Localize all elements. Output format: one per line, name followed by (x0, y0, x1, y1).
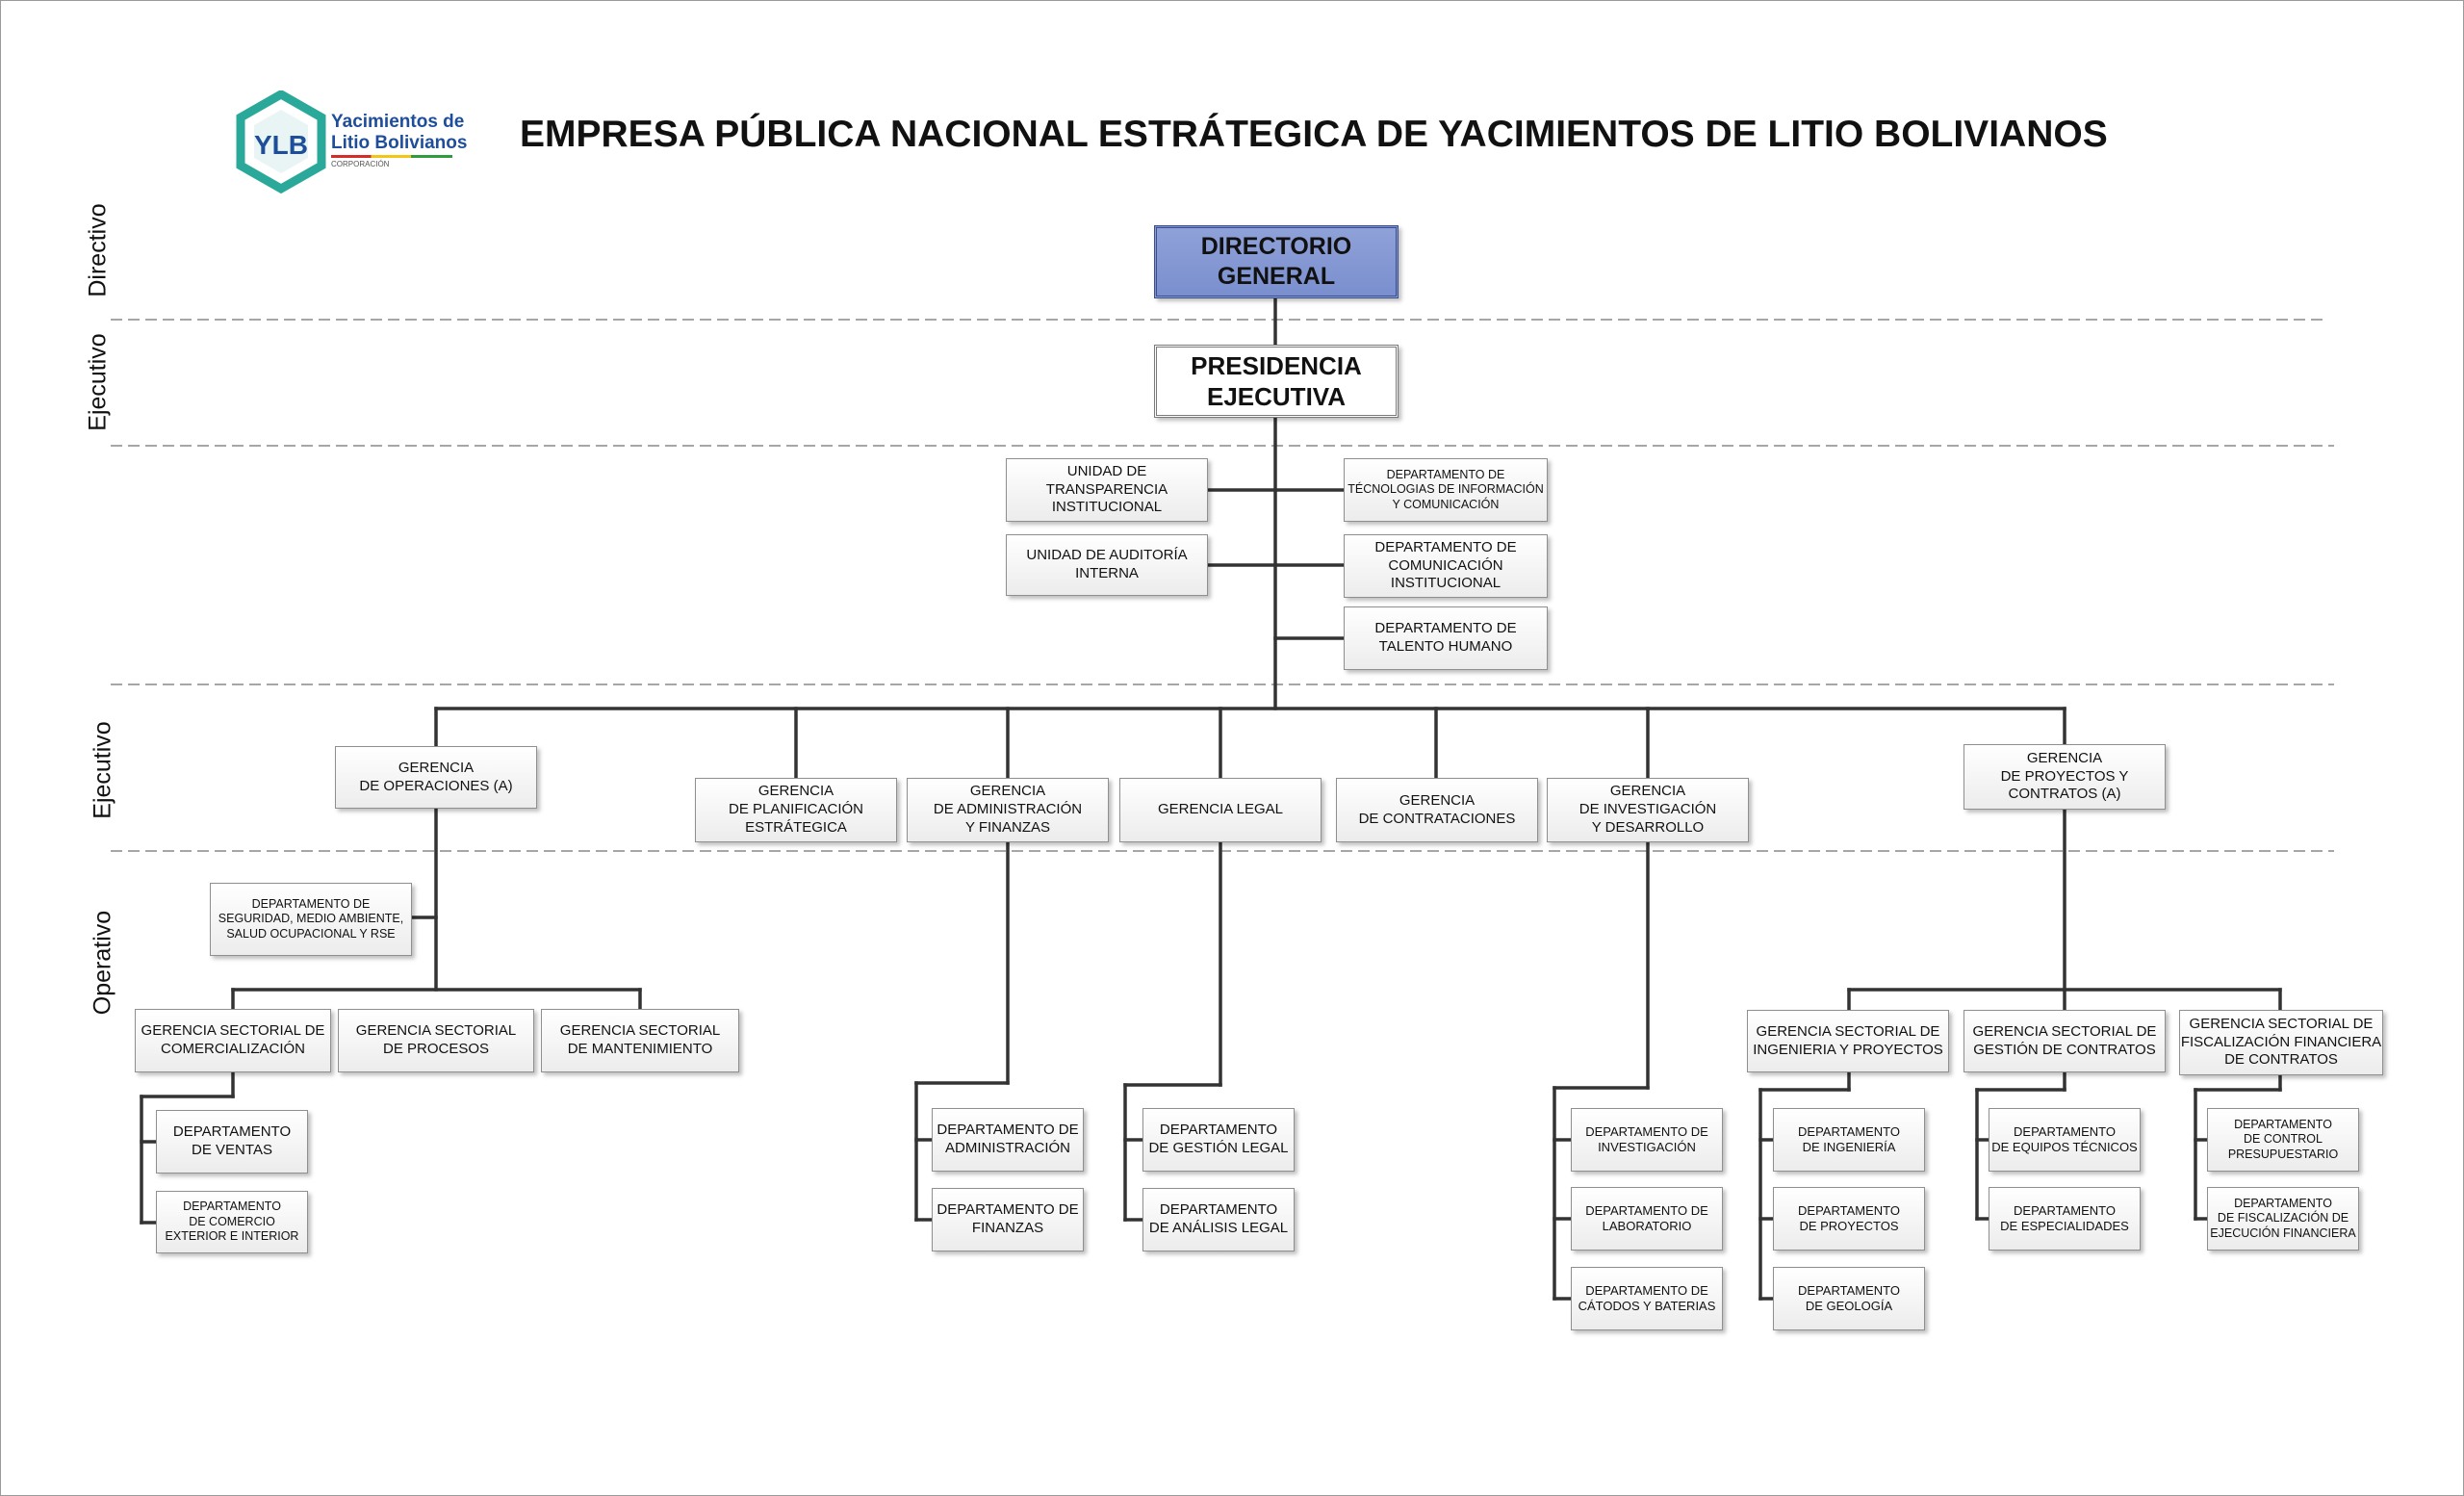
logo-flag-bar (331, 155, 452, 158)
logo-text-line3: CORPORACIÓN (331, 160, 390, 168)
level-label-ejecutivo-2: Ejecutivo (89, 721, 116, 819)
unit-gerencia-proyectos: GERENCIA DE PROYECTOS Y CONTRATOS (A) (1964, 744, 2166, 810)
ylb-logo: YLB Yacimientos de Litio Bolivianos CORP… (235, 89, 467, 196)
unit-dep-ingenieria: DEPARTAMENTO DE INGENIERÍA (1773, 1108, 1925, 1172)
unit-dep-especialidades: DEPARTAMENTO DE ESPECIALIDADES (1989, 1187, 2141, 1251)
unit-gerencia-investigacion: GERENCIA DE INVESTIGACIÓN Y DESARROLLO (1547, 778, 1749, 842)
unit-gs-mantenimiento: GERENCIA SECTORIAL DE MANTENIMIENTO (541, 1009, 739, 1072)
unit-dep-catodos: DEPARTAMENTO DE CÁTODOS Y BATERIAS (1571, 1267, 1723, 1330)
unit-dep-administracion: DEPARTAMENTO DE ADMINISTRACIÓN (932, 1108, 1084, 1172)
logo-text-line1: Yacimientos de (331, 112, 465, 132)
level-label-ejecutivo-1: Ejecutivo (84, 333, 112, 431)
unit-dep-analisis-legal: DEPARTAMENTO DE ANÁLISIS LEGAL (1142, 1188, 1295, 1251)
logo-text-line2: Litio Bolivianos (331, 133, 468, 153)
unit-gerencia-administracion: GERENCIA DE ADMINISTRACIÓN Y FINANZAS (907, 778, 1109, 842)
unit-dep-seguridad: DEPARTAMENTO DE SEGURIDAD, MEDIO AMBIENT… (210, 883, 412, 956)
unit-dep-gestion-legal: DEPARTAMENTO DE GESTIÓN LEGAL (1142, 1108, 1295, 1172)
unit-dep-ventas: DEPARTAMENTO DE VENTAS (156, 1110, 308, 1174)
logo-monogram: YLB (254, 130, 308, 160)
unit-dep-laboratorio: DEPARTAMENTO DE LABORATORIO (1571, 1187, 1723, 1251)
unit-gerencia-contrataciones: GERENCIA DE CONTRATACIONES (1336, 778, 1538, 842)
unit-dep-fiscalizacion-ejecucion: DEPARTAMENTO DE FISCALIZACIÓN DE EJECUCI… (2207, 1187, 2359, 1251)
unit-presidencia-ejecutiva: PRESIDENCIA EJECUTIVA (1154, 345, 1399, 418)
unit-dep-investigacion: DEPARTAMENTO DE INVESTIGACIÓN (1571, 1108, 1723, 1172)
unit-gs-ingenieria: GERENCIA SECTORIAL DE INGENIERIA Y PROYE… (1747, 1010, 1949, 1072)
unit-dep-comunicacion: DEPARTAMENTO DE COMUNICACIÓN INSTITUCION… (1344, 534, 1548, 598)
unit-dep-tic: DEPARTAMENTO DE TÉCNOLOGIAS DE INFORMACI… (1344, 458, 1548, 522)
unit-dep-control-presupuestario: DEPARTAMENTO DE CONTROL PRESUPUESTARIO (2207, 1108, 2359, 1172)
unit-transparencia: UNIDAD DE TRANSPARENCIA INSTITUCIONAL (1006, 458, 1208, 522)
unit-auditoria: UNIDAD DE AUDITORÍA INTERNA (1006, 534, 1208, 596)
level-label-directivo: Directivo (84, 203, 112, 297)
unit-dep-geologia: DEPARTAMENTO DE GEOLOGÍA (1773, 1267, 1925, 1330)
unit-directorio-general: DIRECTORIO GENERAL (1154, 225, 1399, 298)
unit-gs-procesos: GERENCIA SECTORIAL DE PROCESOS (338, 1009, 534, 1072)
unit-dep-equipos: DEPARTAMENTO DE EQUIPOS TÉCNICOS (1989, 1108, 2141, 1172)
unit-gerencia-planificacion: GERENCIA DE PLANIFICACIÓN ESTRÁTEGICA (695, 778, 897, 842)
unit-dep-comercio: DEPARTAMENTO DE COMERCIO EXTERIOR E INTE… (156, 1191, 308, 1253)
page-title: EMPRESA PÚBLICA NACIONAL ESTRÁTEGICA DE … (520, 114, 2108, 155)
unit-dep-talento-humano: DEPARTAMENTO DE TALENTO HUMANO (1344, 606, 1548, 670)
unit-dep-finanzas: DEPARTAMENTO DE FINANZAS (932, 1188, 1084, 1251)
unit-dep-proyectos: DEPARTAMENTO DE PROYECTOS (1773, 1187, 1925, 1251)
unit-gs-gestion-contratos: GERENCIA SECTORIAL DE GESTIÓN DE CONTRAT… (1964, 1010, 2166, 1072)
unit-gs-comercializacion: GERENCIA SECTORIAL DE COMERCIALIZACIÓN (135, 1009, 331, 1072)
level-label-operativo: Operativo (89, 910, 116, 1016)
unit-gs-fiscalizacion: GERENCIA SECTORIAL DE FISCALIZACIÓN FINA… (2179, 1010, 2383, 1075)
ylb-hexagon-icon: YLB (236, 89, 326, 194)
unit-gerencia-legal: GERENCIA LEGAL (1119, 778, 1322, 842)
unit-gerencia-operaciones: GERENCIA DE OPERACIONES (A) (335, 746, 537, 809)
